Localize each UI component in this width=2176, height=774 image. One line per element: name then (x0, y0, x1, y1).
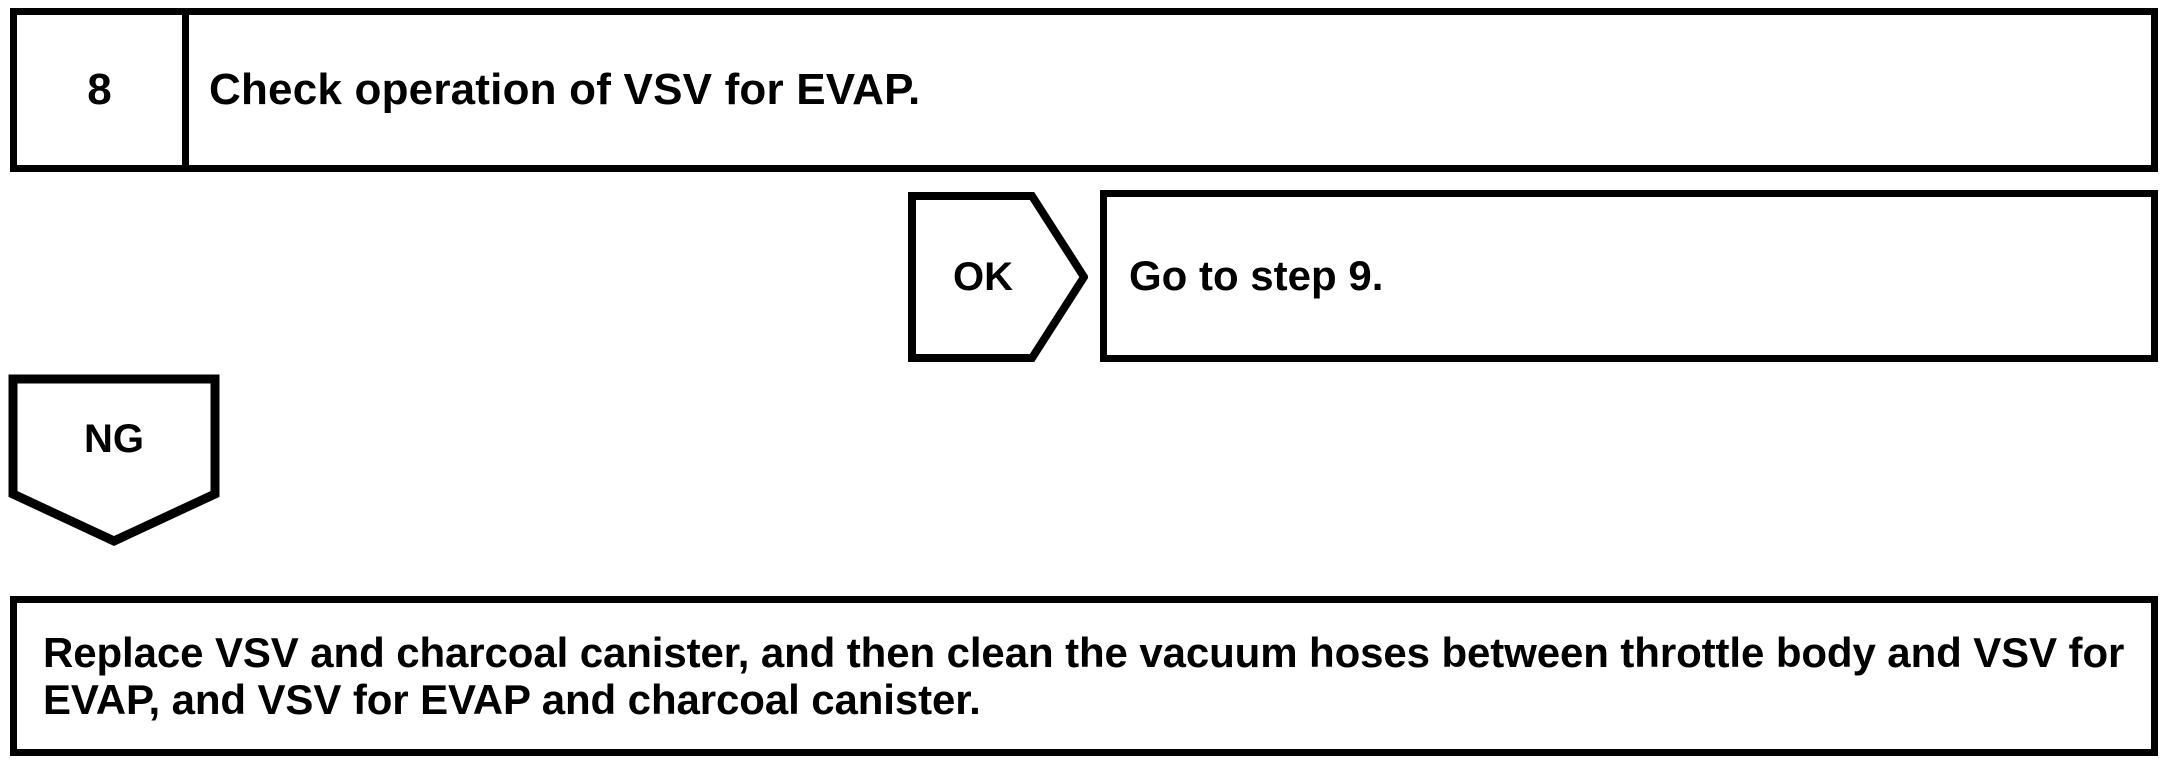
ok-branch-tag-shape (908, 192, 1088, 362)
step-instruction-text: Check operation of VSV for EVAP. (209, 65, 921, 114)
step-number: 8 (87, 65, 112, 114)
ng-action-box: Replace VSV and charcoal canister, and t… (10, 596, 2158, 756)
ok-result-text: Go to step 9. (1129, 252, 1384, 299)
step-box: 8 Check operation of VSV for EVAP. (10, 8, 2158, 172)
ng-action-text: Replace VSV and charcoal canister, and t… (43, 628, 2125, 723)
ok-result-box: Go to step 9. (1100, 190, 2158, 362)
ng-branch-tag-shape (8, 374, 220, 546)
step-number-cell: 8 (17, 15, 189, 165)
step-instruction-cell: Check operation of VSV for EVAP. (189, 15, 2151, 165)
